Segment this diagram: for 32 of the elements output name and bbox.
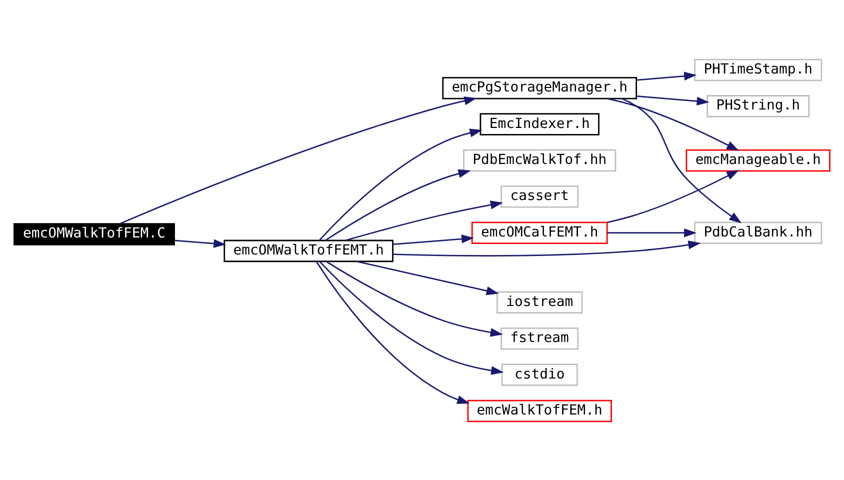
arrow — [346, 200, 503, 241]
arrow — [607, 97, 740, 150]
arrow — [393, 240, 701, 256]
arrow — [316, 260, 470, 404]
node-box: emcOMWalkTofFEMT.h — [224, 239, 394, 262]
arrow — [636, 94, 710, 106]
arrow — [607, 228, 697, 237]
node-box: PHTimeStamp.h — [694, 58, 822, 81]
arrow — [319, 128, 482, 240]
arrow — [326, 260, 503, 336]
node-box: cassert — [500, 185, 579, 208]
arrow — [392, 234, 474, 245]
arrow — [120, 96, 477, 224]
node-box: emcManageable.h — [686, 148, 830, 172]
node-box: PHString.h — [706, 94, 810, 117]
node-box: emcPgStorageManager.h — [442, 76, 638, 99]
node-box: emcOMWalkTofFEM.C — [14, 222, 175, 245]
node-box: PdbEmcWalkTof.hh — [463, 148, 616, 172]
node-box: emcWalkTofFEM.h — [467, 399, 612, 422]
node-box: emcOMCalFEMT.h — [471, 221, 608, 244]
arrow — [174, 238, 226, 248]
node-box: cstdio — [501, 363, 578, 386]
arrow — [607, 170, 740, 223]
arrow — [622, 98, 742, 223]
node-box: iostream — [496, 290, 583, 314]
node-box: fstream — [500, 327, 579, 350]
arrow — [319, 260, 504, 374]
arrow — [636, 71, 697, 80]
arrow — [325, 168, 471, 240]
node-box: EmcIndexer.h — [480, 112, 600, 135]
arrow — [356, 260, 499, 295]
node-box: PdbCalBank.hh — [694, 221, 822, 244]
